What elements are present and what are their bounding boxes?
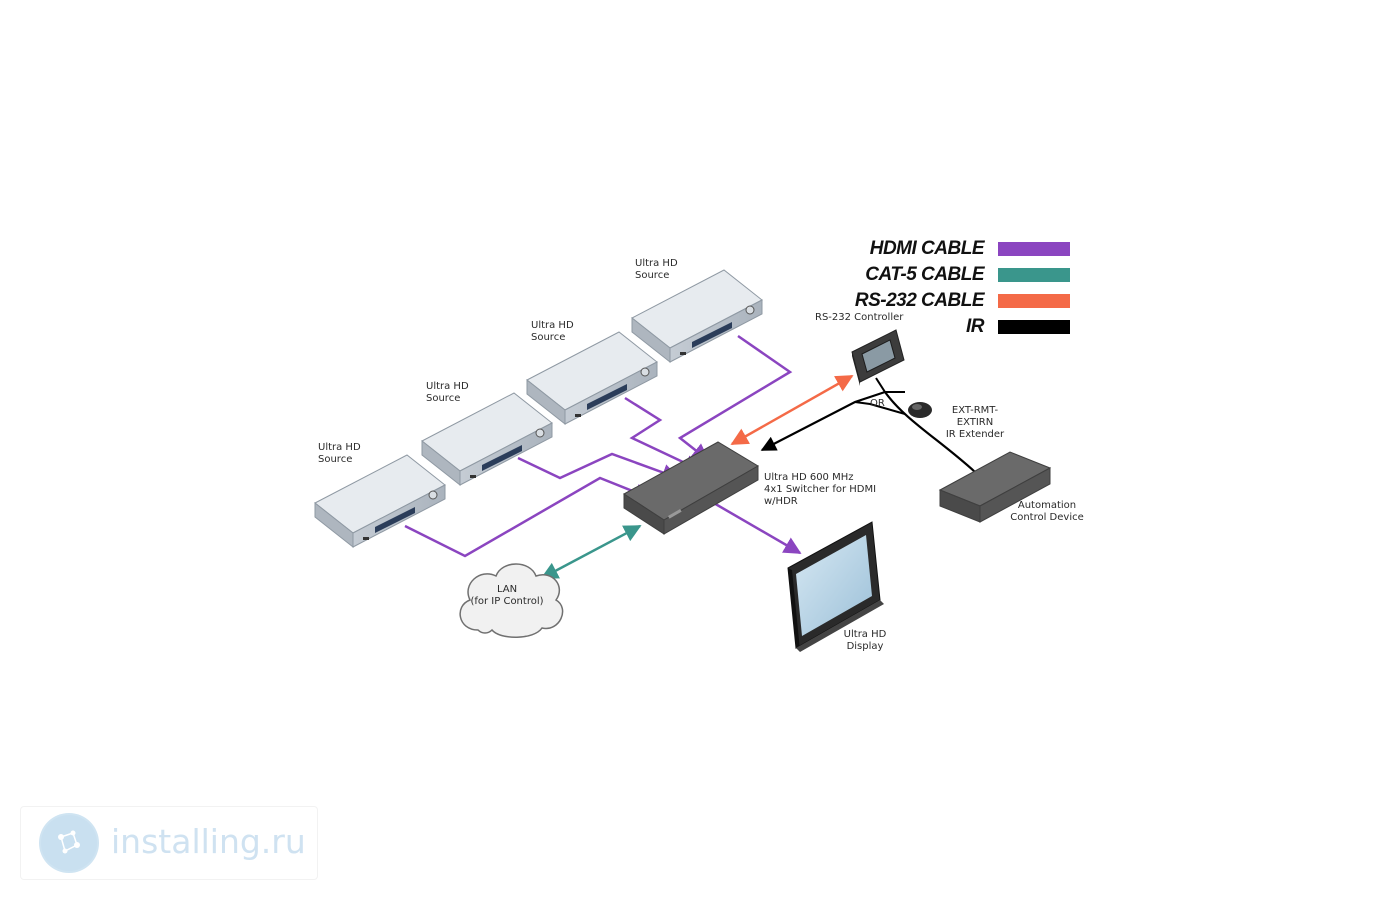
display-label: Ultra HD Display	[843, 629, 887, 652]
source-2-label: Ultra HD Source	[426, 381, 469, 404]
legend-rs232: RS-232 CABLE	[855, 289, 1070, 313]
ultra-hd-source-3	[526, 331, 658, 426]
rs232-controller-device	[851, 329, 905, 386]
hdmi-cable-source-2	[517, 452, 680, 481]
watermark: installing.ru	[20, 806, 318, 880]
rs232-controller-label: RS-232 Controller	[815, 312, 904, 323]
legend-cat5: CAT-5 CABLE	[860, 263, 1070, 287]
lan-label: LAN (for IP Control)	[470, 584, 544, 607]
ultra-hd-source-4	[631, 269, 763, 364]
legend-cat5-swatch	[998, 268, 1070, 282]
hdmi-switcher	[623, 441, 759, 535]
legend-hdmi: HDMI CABLE	[860, 237, 1070, 261]
or-label: OR	[870, 398, 885, 409]
rs232-cable	[730, 374, 854, 446]
ultra-hd-source-1	[314, 454, 446, 549]
legend-rs232-label: RS-232 CABLE	[854, 290, 985, 311]
installing-logo-icon	[39, 813, 99, 873]
watermark-text: installing.ru	[111, 822, 306, 861]
source-3-label: Ultra HD Source	[531, 320, 574, 343]
source-1-label: Ultra HD Source	[318, 442, 361, 465]
ir-cable-extender	[854, 401, 906, 415]
legend-ir-swatch	[998, 320, 1070, 334]
ir-cable-to-switcher	[760, 390, 886, 451]
source-4-label: Ultra HD Source	[635, 258, 678, 281]
legend-ir: IR	[860, 315, 1070, 339]
ir-cable-controller	[875, 377, 905, 393]
automation-control-device	[938, 451, 1052, 523]
legend-cat5-label: CAT-5 CABLE	[865, 264, 984, 285]
ir-extender-label: EXT-RMT-EXTIRN IR Extender	[945, 405, 1005, 440]
legend-hdmi-swatch	[998, 242, 1070, 256]
legend-ir-label: IR	[966, 316, 985, 337]
hdmi-cable-source-3	[624, 396, 702, 472]
hdmi-cable-source-1	[404, 476, 652, 558]
legend-rs232-swatch	[998, 294, 1070, 308]
legend-hdmi-label: HDMI CABLE	[869, 238, 985, 259]
ir-extender-device	[908, 402, 932, 418]
ultra-hd-display	[787, 521, 884, 652]
hdmi-cable-output	[711, 500, 802, 555]
cat5-cable-lan	[540, 524, 642, 580]
lan-cloud	[459, 563, 564, 638]
automation-label: Automation Control Device	[1010, 500, 1084, 523]
ir-cable-automation	[884, 391, 976, 473]
switcher-label: Ultra HD 600 MHz 4x1 Switcher for HDMI w…	[764, 472, 877, 507]
ultra-hd-source-2	[421, 392, 553, 487]
